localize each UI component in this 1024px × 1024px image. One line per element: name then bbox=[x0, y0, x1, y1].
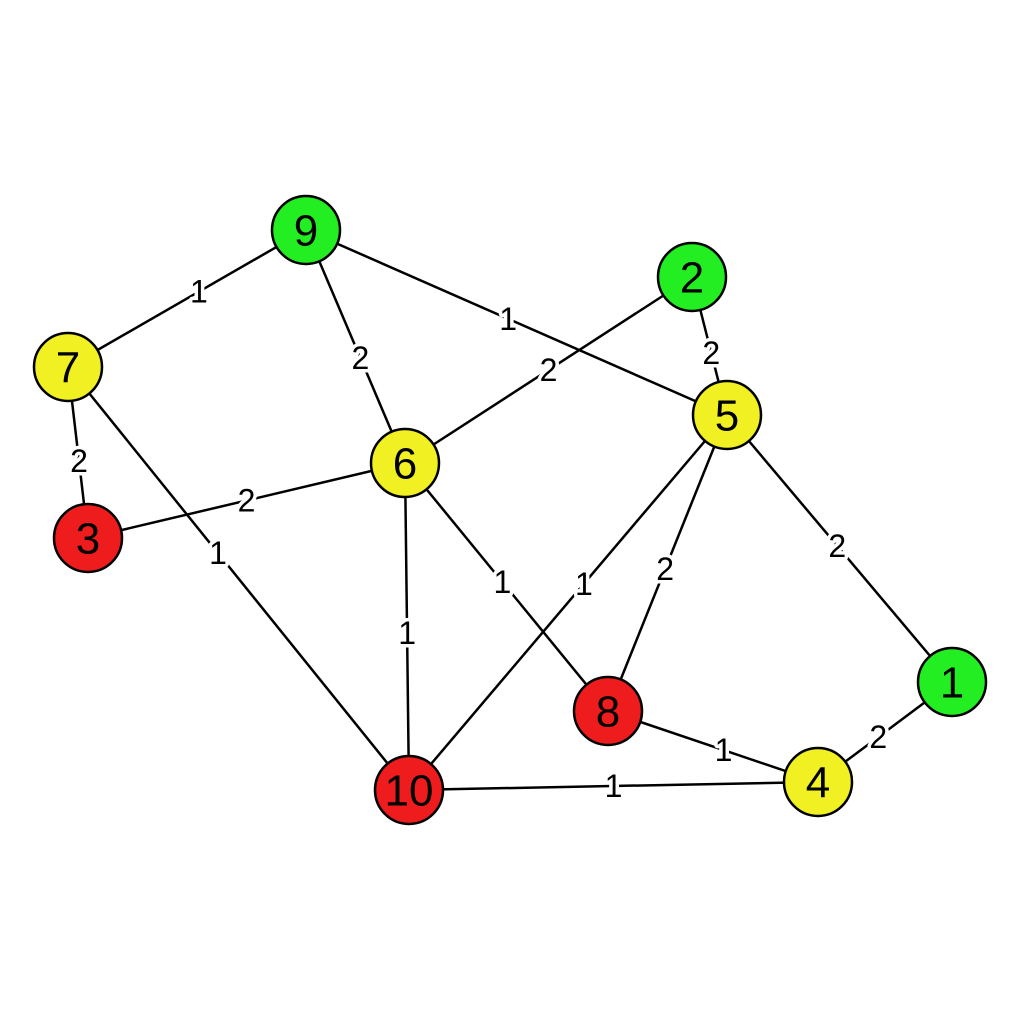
edge-weight-label: 1 bbox=[575, 566, 593, 602]
edge-6-10 bbox=[403, 462, 411, 791]
edge-weight-label: 2 bbox=[238, 483, 256, 519]
node-circle bbox=[32, 331, 104, 403]
edge-5-8 bbox=[606, 414, 729, 712]
edge-2-6 bbox=[404, 275, 693, 465]
edge-9-6 bbox=[304, 229, 407, 464]
edge-weight-label: 2 bbox=[828, 528, 846, 564]
edge-9-5 bbox=[305, 228, 728, 417]
node-5: 5 bbox=[691, 379, 763, 451]
node-circle bbox=[916, 646, 988, 718]
node-3: 3 bbox=[52, 502, 124, 574]
edge-8-4 bbox=[607, 709, 819, 784]
edge-weight-label: 1 bbox=[605, 768, 623, 804]
node-label: 5 bbox=[715, 392, 739, 441]
node-10: 10 bbox=[373, 754, 445, 826]
node-7: 7 bbox=[32, 331, 104, 403]
node-circle bbox=[782, 746, 854, 818]
edge-5-10 bbox=[408, 414, 728, 791]
node-circle bbox=[691, 379, 763, 451]
node-label: 6 bbox=[393, 440, 417, 489]
node-8: 8 bbox=[572, 675, 644, 747]
edge-weight-label: 2 bbox=[352, 340, 370, 376]
edge-weight-label: 2 bbox=[702, 335, 720, 371]
node-circle bbox=[369, 427, 441, 499]
edge-weight-label: 1 bbox=[494, 564, 512, 600]
node-label: 8 bbox=[596, 688, 620, 737]
node-label: 2 bbox=[680, 254, 704, 303]
node-circle bbox=[656, 241, 728, 313]
node-label: 9 bbox=[294, 207, 318, 256]
node-circle bbox=[270, 194, 342, 266]
node-1: 1 bbox=[916, 646, 988, 718]
edge-weight-label: 2 bbox=[869, 719, 887, 755]
node-label: 10 bbox=[385, 767, 434, 816]
node-2: 2 bbox=[656, 241, 728, 313]
edge-7-10 bbox=[67, 366, 410, 791]
edge-weight-label: 1 bbox=[190, 274, 208, 310]
edge-10-4 bbox=[408, 780, 819, 792]
node-circle bbox=[572, 675, 644, 747]
node-label: 4 bbox=[806, 759, 830, 808]
edge-weight-label: 2 bbox=[540, 352, 558, 388]
node-label: 7 bbox=[56, 344, 80, 393]
edge-9-7 bbox=[67, 228, 307, 369]
edge-weight-label: 1 bbox=[209, 535, 227, 571]
node-label: 3 bbox=[76, 515, 100, 564]
edge-weight-label: 1 bbox=[715, 732, 733, 768]
node-circle bbox=[373, 754, 445, 826]
edge-6-8 bbox=[404, 462, 609, 712]
edge-weight-label: 1 bbox=[398, 615, 416, 651]
node-circle bbox=[52, 502, 124, 574]
node-6: 6 bbox=[369, 427, 441, 499]
edge-weight-label: 1 bbox=[499, 301, 517, 337]
node-4: 4 bbox=[782, 746, 854, 818]
edge-6-3 bbox=[87, 461, 406, 540]
node-9: 9 bbox=[270, 194, 342, 266]
edge-5-1 bbox=[726, 414, 953, 683]
edge-weight-label: 2 bbox=[656, 551, 674, 587]
node-label: 1 bbox=[940, 659, 964, 708]
edge-weight-label: 2 bbox=[70, 443, 88, 479]
